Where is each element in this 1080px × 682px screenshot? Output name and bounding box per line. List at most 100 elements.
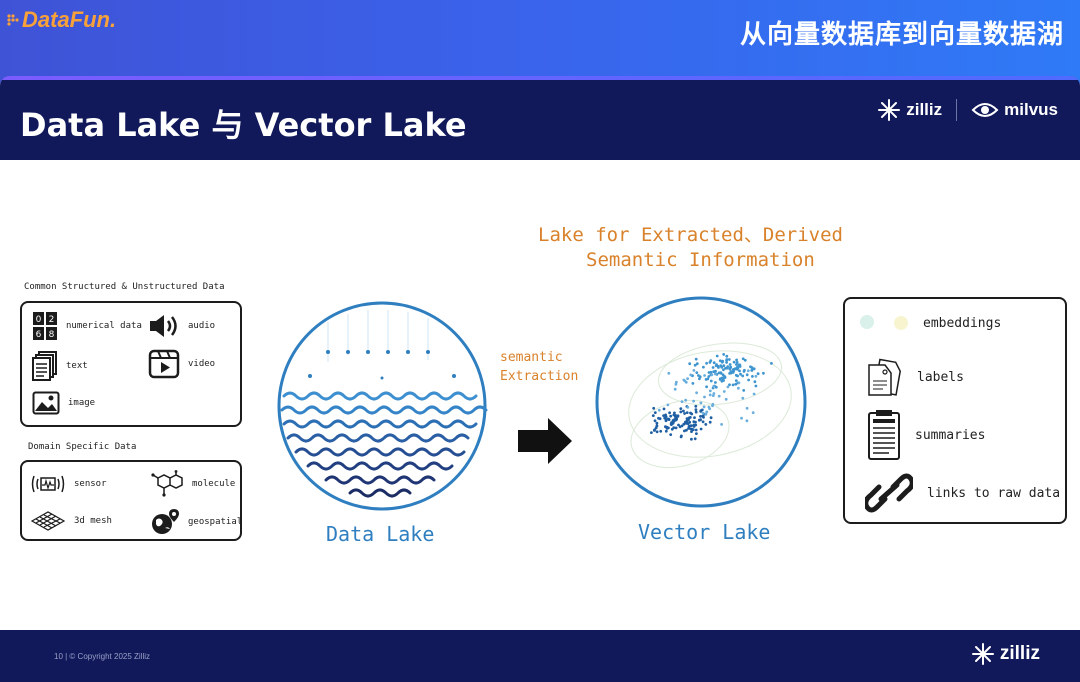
vector-point xyxy=(664,425,667,429)
data-lake-label: Data Lake xyxy=(326,522,435,546)
vector-point xyxy=(736,365,739,369)
vector-point xyxy=(699,415,702,418)
vector-point xyxy=(676,415,680,418)
vector-point xyxy=(704,423,708,426)
vector-point xyxy=(651,414,655,417)
vector-point xyxy=(712,392,716,395)
vector-dots xyxy=(650,353,773,441)
vector-point xyxy=(739,372,742,376)
mesh-label: 3d mesh xyxy=(74,516,112,526)
zilliz-logo-text: zilliz xyxy=(906,100,943,119)
vector-point xyxy=(687,424,691,428)
image-label: image xyxy=(68,398,96,408)
vector-point xyxy=(732,360,736,364)
vector-point xyxy=(674,414,677,417)
vector-point xyxy=(712,385,715,388)
vector-point xyxy=(686,405,690,409)
vector-point xyxy=(705,410,709,414)
sensor-icon xyxy=(31,475,65,493)
vector-point xyxy=(724,397,728,401)
document-stack-icon xyxy=(32,351,57,381)
vector-point xyxy=(667,417,671,421)
vector-point xyxy=(684,398,688,402)
common-data-title: Common Structured & Unstructured Data xyxy=(24,282,225,292)
domain-data-title: Domain Specific Data xyxy=(28,442,137,452)
vector-point xyxy=(738,363,742,367)
vector-point xyxy=(699,427,703,431)
vector-point xyxy=(679,435,683,439)
vector-point xyxy=(735,361,739,364)
vector-point xyxy=(689,373,693,377)
vector-point xyxy=(705,385,708,389)
vector-point xyxy=(689,411,692,415)
vector-point xyxy=(663,416,667,420)
vector-point xyxy=(722,364,726,368)
vector-point xyxy=(668,411,671,415)
vector-point xyxy=(709,379,713,383)
vector-point xyxy=(725,358,728,362)
vector-point xyxy=(687,427,690,430)
svg-text:0: 0 xyxy=(36,315,42,325)
vector-point xyxy=(734,373,738,377)
svg-text:8: 8 xyxy=(49,330,55,340)
vector-point xyxy=(708,393,712,397)
vector-point xyxy=(762,371,765,375)
summaries-item: summaries xyxy=(867,409,985,461)
vector-point xyxy=(694,408,698,411)
vector-point xyxy=(674,382,678,386)
vector-point xyxy=(672,426,676,429)
geospatial-item: geospatial xyxy=(150,508,242,536)
clipboard-icon xyxy=(868,410,900,460)
vector-point xyxy=(693,363,697,367)
vector-point xyxy=(692,424,696,428)
vector-point xyxy=(687,418,690,421)
vector-point xyxy=(728,383,731,387)
vector-point xyxy=(658,417,662,421)
vector-point xyxy=(705,361,708,365)
vector-point xyxy=(666,403,670,407)
vector-point xyxy=(710,373,714,377)
labels-item: labels xyxy=(863,357,964,397)
vector-point xyxy=(708,361,712,364)
data-lake-illustration xyxy=(277,301,488,511)
numbers-icon: 0 2 6 8 xyxy=(33,312,57,340)
slide-title: Data Lake 与 Vector Lake xyxy=(20,106,467,144)
vector-point xyxy=(682,409,685,413)
vector-point xyxy=(673,411,676,415)
vector-point xyxy=(673,387,677,391)
vector-point xyxy=(722,376,726,380)
vector-point xyxy=(679,407,683,410)
milvus-logo: milvus xyxy=(971,100,1058,120)
vector-point xyxy=(722,379,725,382)
vector-point xyxy=(742,370,746,373)
vector-point xyxy=(703,374,706,377)
vector-point xyxy=(735,358,738,362)
slide-header: Data Lake 与 Vector Lake zilliz milvus xyxy=(0,76,1080,160)
video-play-icon xyxy=(148,349,180,379)
vector-point xyxy=(685,411,689,414)
vector-point xyxy=(650,431,653,434)
vector-point xyxy=(684,422,688,425)
vector-point xyxy=(662,414,665,417)
vector-point xyxy=(750,368,754,372)
vector-point xyxy=(714,385,718,389)
vector-point xyxy=(702,415,705,419)
vector-point xyxy=(682,378,686,382)
slide: Data Lake 与 Vector Lake zilliz milvus xyxy=(0,76,1080,682)
speaker-icon xyxy=(150,315,177,337)
vector-point xyxy=(652,406,656,410)
milvus-logo-text: milvus xyxy=(1004,100,1058,119)
vector-point xyxy=(707,371,711,374)
vector-point xyxy=(692,399,695,403)
vector-point xyxy=(698,375,702,379)
vector-point xyxy=(715,354,719,358)
vector-point xyxy=(718,378,722,381)
vector-point xyxy=(731,371,735,374)
vector-point xyxy=(694,410,698,414)
tag-icon xyxy=(868,358,901,396)
partner-logos: zilliz milvus xyxy=(877,96,1058,124)
zilliz-star-icon xyxy=(971,643,994,665)
vector-point xyxy=(728,367,732,371)
vector-point xyxy=(751,375,754,378)
link-icon xyxy=(865,473,913,513)
